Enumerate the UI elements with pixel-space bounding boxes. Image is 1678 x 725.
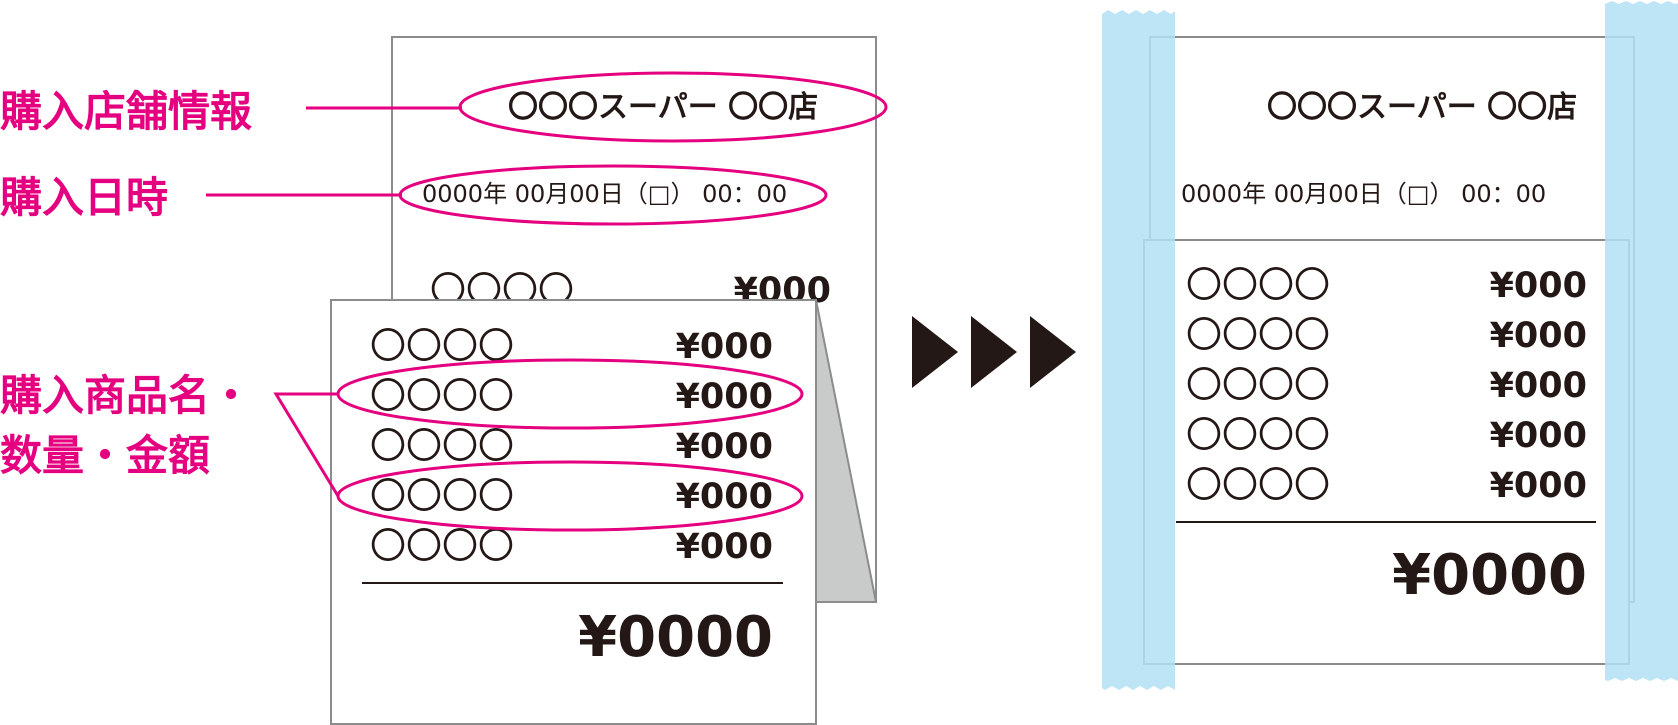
right-item-name-5: 〇〇〇〇	[1186, 465, 1330, 506]
folded-receipt: 〇〇〇スーパー 〇〇店 0000年 00月00日（□） 00：00 〇〇〇〇 ¥…	[206, 36, 888, 725]
right-item-name-3: 〇〇〇〇	[1186, 365, 1330, 406]
back-datetime: 0000年 00月00日（□） 00：00	[422, 180, 787, 208]
front-item-price-2: ¥000	[676, 377, 773, 417]
label-store-info: 購入店舗情報	[0, 87, 252, 136]
right-datetime: 0000年 00月00日（□） 00：00	[1181, 180, 1546, 208]
right-item-name-4: 〇〇〇〇	[1186, 415, 1330, 456]
back-store-name: 〇〇〇スーパー 〇〇店	[508, 90, 818, 125]
front-item-name-4: 〇〇〇〇	[370, 476, 514, 517]
right-item-name-2: 〇〇〇〇	[1186, 315, 1330, 356]
front-total: ¥0000	[578, 605, 773, 670]
items-connector-line	[273, 392, 340, 497]
front-item-name-5: 〇〇〇〇	[370, 526, 514, 567]
front-item-name-2: 〇〇〇〇	[370, 376, 514, 417]
front-item-price-3: ¥000	[676, 427, 773, 467]
right-store-name: 〇〇〇スーパー 〇〇店	[1267, 90, 1577, 125]
right-item-price-1: ¥000	[1490, 266, 1587, 306]
taped-receipt: 〇〇〇スーパー 〇〇店 0000年 00月00日（□） 00：00 〇〇〇〇 ¥0…	[1102, 1, 1678, 690]
right-front-sheet	[1143, 239, 1630, 665]
arrow-triangles-icon	[912, 316, 1076, 388]
front-item-price-1: ¥000	[676, 327, 773, 367]
label-purchase-datetime: 購入日時	[0, 173, 168, 222]
label-items-line1: 購入商品名・	[0, 371, 252, 420]
front-item-name-3: 〇〇〇〇	[370, 426, 514, 467]
right-total: ¥0000	[1392, 543, 1587, 608]
right-item-price-2: ¥000	[1490, 316, 1587, 356]
right-item-name-1: 〇〇〇〇	[1186, 265, 1330, 306]
right-item-price-4: ¥000	[1490, 416, 1587, 456]
right-item-price-3: ¥000	[1490, 366, 1587, 406]
front-item-name-1: 〇〇〇〇	[370, 326, 514, 367]
right-item-price-5: ¥000	[1490, 466, 1587, 506]
left-tape-strip	[1102, 10, 1175, 690]
right-tape-strip	[1605, 1, 1678, 681]
front-item-price-4: ¥000	[676, 477, 773, 517]
front-item-price-5: ¥000	[676, 527, 773, 567]
label-items-line2: 数量・金額	[0, 431, 210, 480]
